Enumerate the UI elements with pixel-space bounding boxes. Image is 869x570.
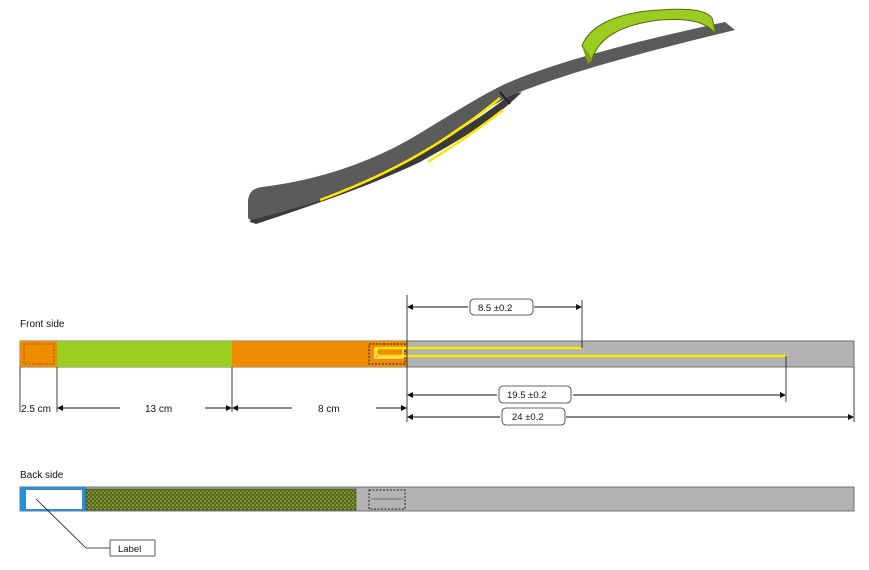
dim-8-label: 8 cm [318, 404, 340, 415]
label-callout-box [109, 539, 156, 557]
dim-19-5-box [498, 385, 572, 404]
dim-8-5-box [469, 298, 534, 316]
label-callout-text: Label [118, 544, 141, 555]
dim-8-5-label: 8.5 ±0.2 [478, 303, 512, 314]
dim-19-5-label: 19.5 ±0.2 [507, 390, 547, 401]
dimension-arrowheads [57, 304, 854, 420]
front-strap [19, 340, 855, 368]
dim-2-5-label: 2.5 cm [21, 404, 51, 415]
front-side-title: Front side [20, 319, 65, 330]
dim-24-box [501, 407, 566, 426]
label-callout-leader [35, 498, 110, 549]
dim-13-label: 13 cm [145, 404, 172, 415]
dim-24-label: 24 ±0.2 [512, 412, 544, 423]
back-side-title: Back side [20, 470, 64, 481]
front-dimensions [19, 295, 855, 422]
back-strap [19, 486, 855, 512]
strap-3d-illustration [248, 8, 735, 224]
